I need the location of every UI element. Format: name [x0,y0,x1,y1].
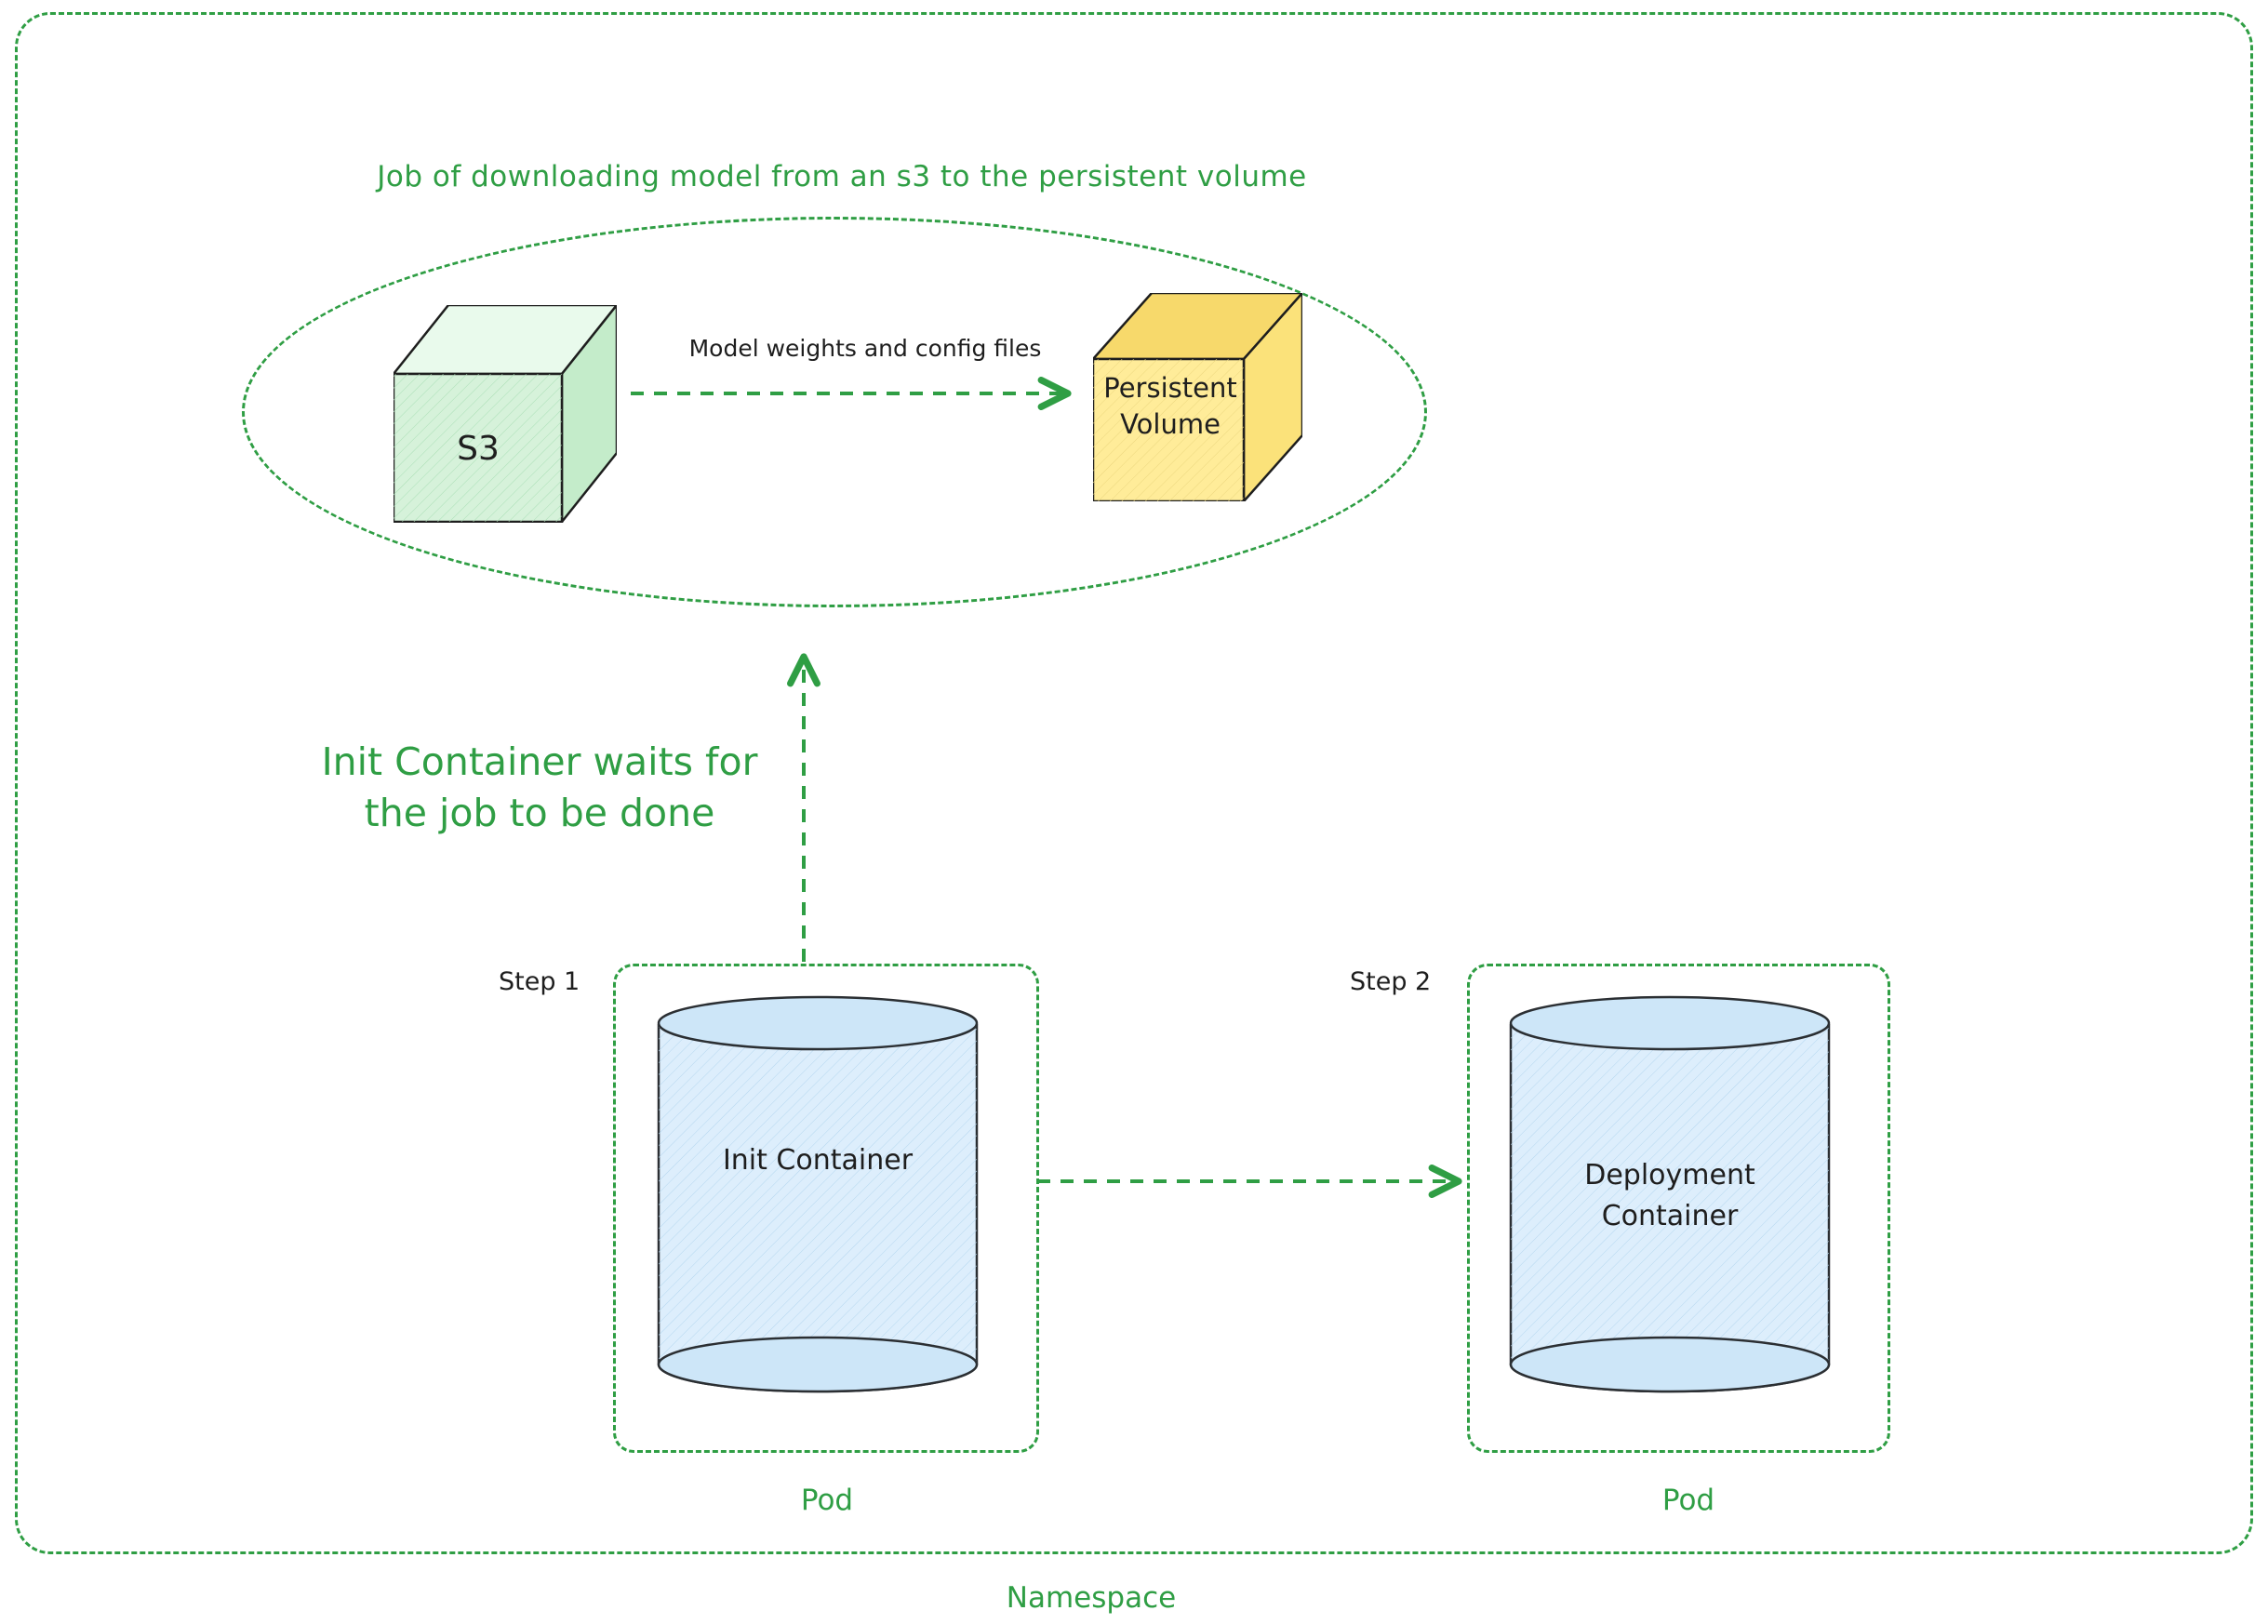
cylinder-top [1509,995,1831,1051]
pod-2-label: Pod [1661,1484,1715,1517]
wait-note: Init Container waits for the job to be d… [279,737,800,840]
cylinder-bottom [657,1336,979,1393]
cylinder-bottom [1509,1336,1831,1393]
init-container-cylinder [657,995,979,1393]
wait-note-line2: the job to be done [364,791,715,836]
wait-note-line1: Init Container waits for [321,739,758,784]
pod-1-boundary [613,964,1039,1453]
namespace-label: Namespace [1006,1581,1177,1615]
pod-2-boundary [1467,964,1890,1453]
persistent-volume-label-line1: Persistent [1103,372,1237,404]
cylinder-hatch [659,1024,977,1391]
namespace-boundary [15,12,2253,1554]
pod-1-label: Pod [800,1484,854,1517]
step-2-label: Step 2 [1350,967,1432,996]
cylinder-hatch [1511,1024,1829,1391]
job-title: Job of downloading model from an s3 to t… [377,160,1307,193]
deployment-container-label-line1: Deployment [1584,1159,1755,1191]
job-ellipse [242,217,1427,607]
init-container-label: Init Container [722,1144,914,1177]
cylinder-top [657,995,979,1051]
deployment-container-label: Deployment Container [1507,1155,1833,1236]
deployment-container-label-line2: Container [1601,1199,1739,1232]
deployment-container-cylinder [1509,995,1831,1393]
persistent-volume-label-line2: Volume [1120,408,1221,441]
pv-cube-hatch [1093,359,1244,501]
model-weights-arrow-label: Model weights and config files [688,335,1042,362]
s3-cube-hatch [394,374,562,522]
persistent-volume-cube [1093,293,1302,501]
step-1-label: Step 1 [499,967,580,996]
s3-cube [394,305,617,523]
s3-label: S3 [457,429,500,468]
persistent-volume-label: Persistent Volume [1090,370,1250,443]
